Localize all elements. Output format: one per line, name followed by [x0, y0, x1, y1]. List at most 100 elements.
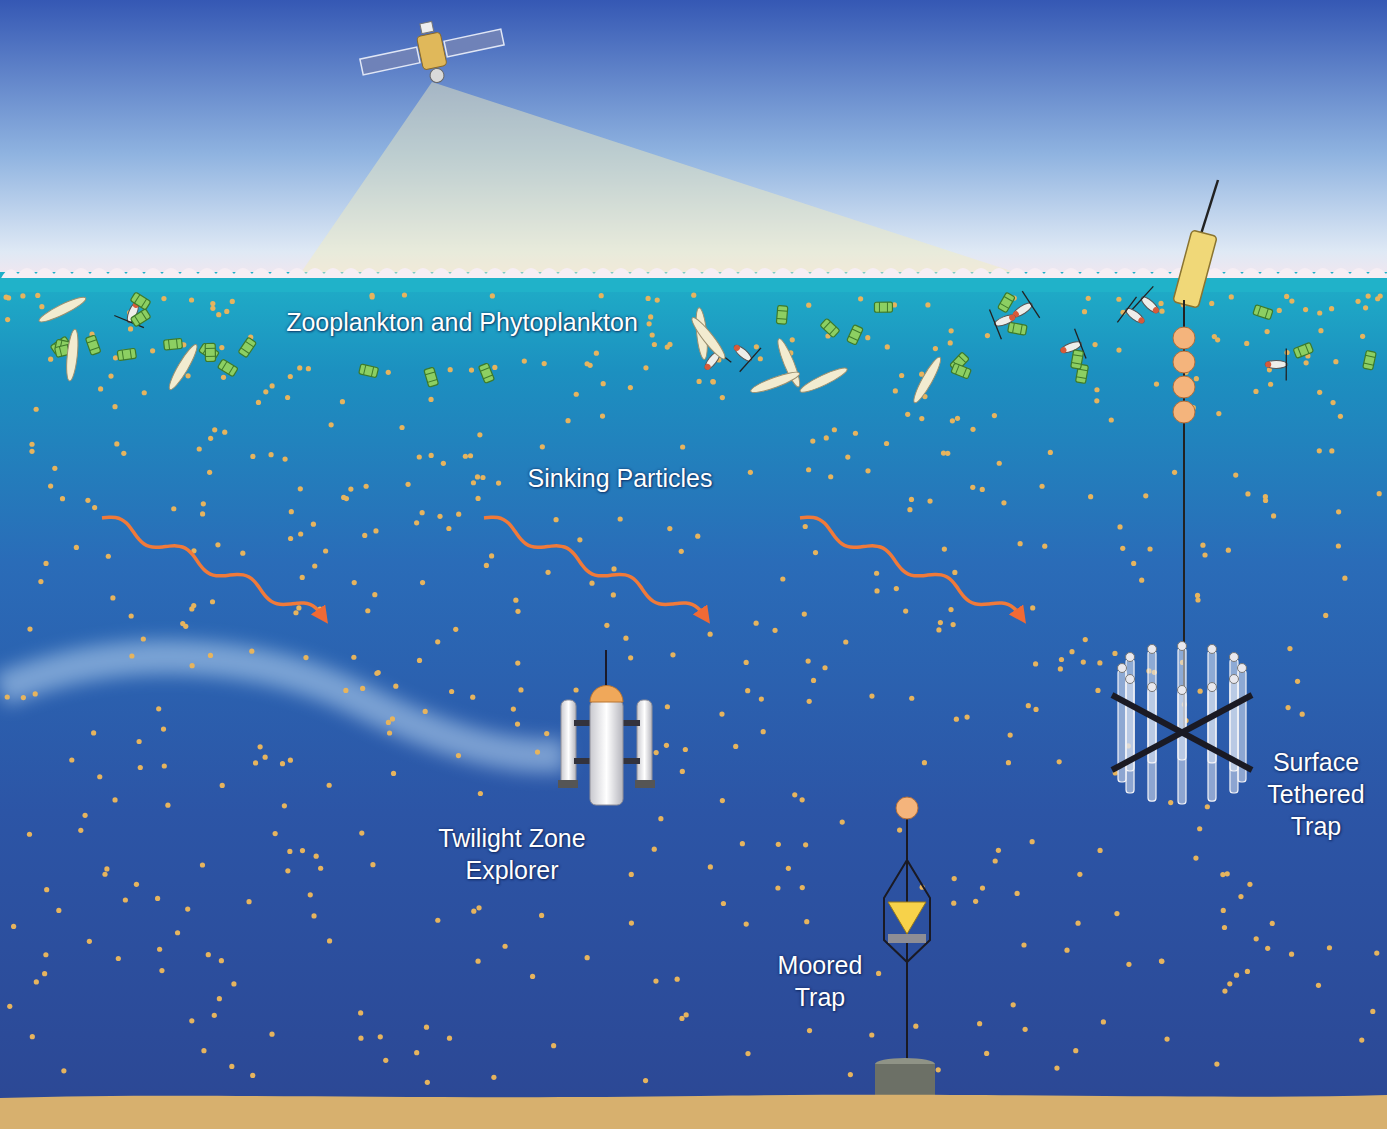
- particle: [297, 365, 302, 370]
- particle: [813, 550, 818, 555]
- particle: [269, 1032, 274, 1037]
- particle: [807, 1028, 812, 1033]
- particle: [800, 885, 805, 890]
- particle: [490, 293, 495, 298]
- particle: [1018, 541, 1023, 546]
- particle: [60, 496, 65, 501]
- particle: [804, 919, 809, 924]
- particle: [156, 706, 161, 711]
- particle: [1318, 328, 1323, 333]
- particle: [21, 695, 26, 700]
- particle: [110, 595, 115, 600]
- particle: [221, 375, 226, 380]
- particle: [611, 566, 616, 571]
- particle: [1015, 891, 1020, 896]
- particle: [20, 293, 25, 298]
- zooplankton: [724, 334, 762, 373]
- particle: [691, 293, 696, 298]
- diatom-band: [141, 311, 146, 319]
- tube-cap: [1126, 675, 1135, 684]
- particle: [35, 293, 40, 298]
- particle: [1117, 524, 1122, 529]
- particle: [629, 872, 634, 877]
- trap-tube: [1126, 659, 1134, 771]
- particle: [480, 475, 485, 480]
- particle: [208, 436, 213, 441]
- particle: [997, 461, 1002, 466]
- antenna: [1022, 291, 1039, 318]
- particle: [577, 537, 582, 542]
- particle: [446, 526, 451, 531]
- particle: [1329, 448, 1334, 453]
- particle: [113, 355, 118, 360]
- particle: [1101, 1019, 1106, 1024]
- particle: [362, 533, 367, 538]
- diatom-band: [1004, 296, 1013, 301]
- particle: [327, 783, 332, 788]
- particle: [992, 413, 997, 418]
- particle: [840, 819, 845, 824]
- particle: [200, 511, 205, 516]
- particle: [343, 688, 348, 693]
- particle: [618, 516, 623, 521]
- tube-cap: [1148, 644, 1157, 653]
- diatom-band: [245, 341, 253, 347]
- particle: [437, 514, 442, 519]
- particle: [708, 632, 713, 637]
- particle: [42, 971, 47, 976]
- diatom: [238, 337, 256, 358]
- trap-tube: [1178, 648, 1186, 760]
- particle: [369, 293, 374, 298]
- particle: [806, 303, 811, 308]
- particle: [1329, 306, 1334, 311]
- diatom: [820, 318, 840, 338]
- diatom-band: [1364, 363, 1374, 365]
- particle: [1109, 417, 1114, 422]
- particle: [884, 441, 889, 446]
- particle: [1058, 666, 1063, 671]
- antenna: [990, 309, 1002, 339]
- particle: [869, 694, 874, 699]
- particle: [1194, 376, 1199, 381]
- particle: [658, 816, 663, 821]
- particle: [1289, 298, 1294, 303]
- particle: [544, 731, 549, 736]
- particle: [373, 528, 378, 533]
- particle: [1289, 952, 1294, 957]
- particle: [351, 655, 356, 660]
- particle: [216, 312, 221, 317]
- particle: [1338, 414, 1343, 419]
- particle: [352, 580, 357, 585]
- particle: [684, 1012, 689, 1017]
- particle: [219, 345, 224, 350]
- phytoplankton: [85, 335, 100, 355]
- diatom: [130, 309, 151, 327]
- particle: [786, 866, 791, 871]
- solar-panel: [444, 29, 504, 57]
- particle: [393, 684, 398, 689]
- particle: [806, 467, 811, 472]
- particle: [903, 608, 908, 613]
- particle: [150, 348, 155, 353]
- particle: [951, 901, 956, 906]
- particle: [1059, 657, 1064, 662]
- zooplankton: [166, 342, 201, 392]
- particle: [758, 356, 763, 361]
- particle: [61, 1068, 66, 1073]
- particle: [210, 306, 215, 311]
- particle: [468, 453, 473, 458]
- diatom-band: [887, 302, 888, 312]
- particle: [43, 952, 48, 957]
- side-tube: [637, 700, 652, 786]
- particle: [585, 955, 590, 960]
- particle: [1126, 962, 1131, 967]
- particle: [48, 483, 53, 488]
- particle: [298, 531, 303, 536]
- copepod-spot: [703, 363, 711, 371]
- particle: [1069, 649, 1074, 654]
- particle: [1021, 942, 1026, 947]
- phytoplankton: [1071, 350, 1084, 369]
- particle: [142, 390, 147, 395]
- particle: [652, 847, 657, 852]
- particle: [1200, 543, 1205, 548]
